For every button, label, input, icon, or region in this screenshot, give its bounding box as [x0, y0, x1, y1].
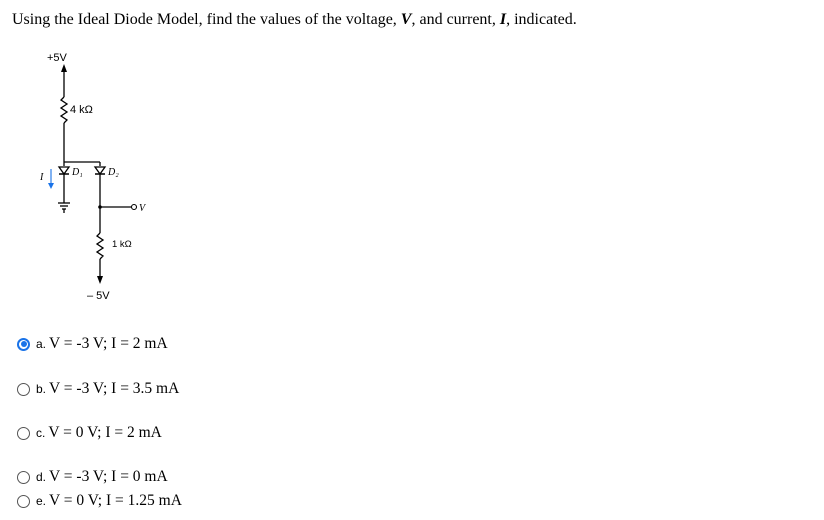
question-suffix: , indicated.: [506, 11, 577, 28]
option-d[interactable]: d. V = -3 V; I = 0 mA: [17, 468, 168, 486]
option-c-text: V = 0 V; I = 2 mA: [48, 424, 162, 441]
option-a-letter: a.: [36, 337, 47, 351]
option-c[interactable]: c. V = 0 V; I = 2 mA: [17, 424, 162, 442]
supply-top-label: +5V: [47, 52, 68, 64]
option-e-text: V = 0 V; I = 1.25 mA: [49, 492, 182, 509]
resistor-1k: [95, 232, 105, 260]
option-e[interactable]: e. V = 0 V; I = 1.25 mA: [17, 492, 182, 510]
option-e-letter: e.: [36, 494, 47, 508]
resistor-4k: [59, 96, 69, 124]
radio-option-c[interactable]: [17, 426, 30, 440]
resistor-4k-label: 4 kΩ: [70, 104, 93, 116]
radio-option-b[interactable]: [17, 382, 30, 396]
supply-bottom-arrow: [97, 276, 103, 284]
diode-d1: [57, 166, 71, 176]
question-prefix: Using the Ideal Diode Model, find the va…: [12, 11, 401, 28]
circuit-diagram: +5V 4 kΩ I D₁ D₂ V 1 kΩ – 5V: [39, 52, 147, 302]
current-symbol: I: [499, 11, 507, 28]
question-middle: , and current,: [411, 11, 500, 28]
radio-option-e[interactable]: [17, 494, 30, 508]
radio-option-a[interactable]: [17, 337, 30, 351]
radio-option-d[interactable]: [17, 470, 30, 484]
output-terminal: [130, 203, 138, 211]
diode-d2: [93, 166, 107, 176]
supply-top-arrow: [61, 64, 67, 72]
output-label: V: [139, 203, 147, 214]
question-text: Using the Ideal Diode Model, find the va…: [12, 11, 577, 29]
option-d-letter: d.: [36, 470, 47, 484]
voltage-symbol: V: [400, 11, 412, 28]
current-label: I: [39, 172, 44, 183]
option-b-letter: b.: [36, 382, 47, 396]
diode-d2-label: D₂: [107, 167, 119, 178]
option-b[interactable]: b. V = -3 V; I = 3.5 mA: [17, 380, 179, 398]
option-d-text: V = -3 V; I = 0 mA: [49, 468, 168, 485]
option-c-letter: c.: [36, 426, 46, 440]
resistor-1k-label: 1 kΩ: [112, 239, 132, 250]
option-a[interactable]: a. V = -3 V; I = 2 mA: [17, 335, 168, 353]
supply-bottom-label: – 5V: [87, 290, 110, 302]
option-b-text: V = -3 V; I = 3.5 mA: [49, 380, 180, 397]
current-arrow: [48, 183, 54, 189]
option-a-text: V = -3 V; I = 2 mA: [49, 335, 168, 352]
diode-d1-label: D₁: [71, 167, 83, 178]
